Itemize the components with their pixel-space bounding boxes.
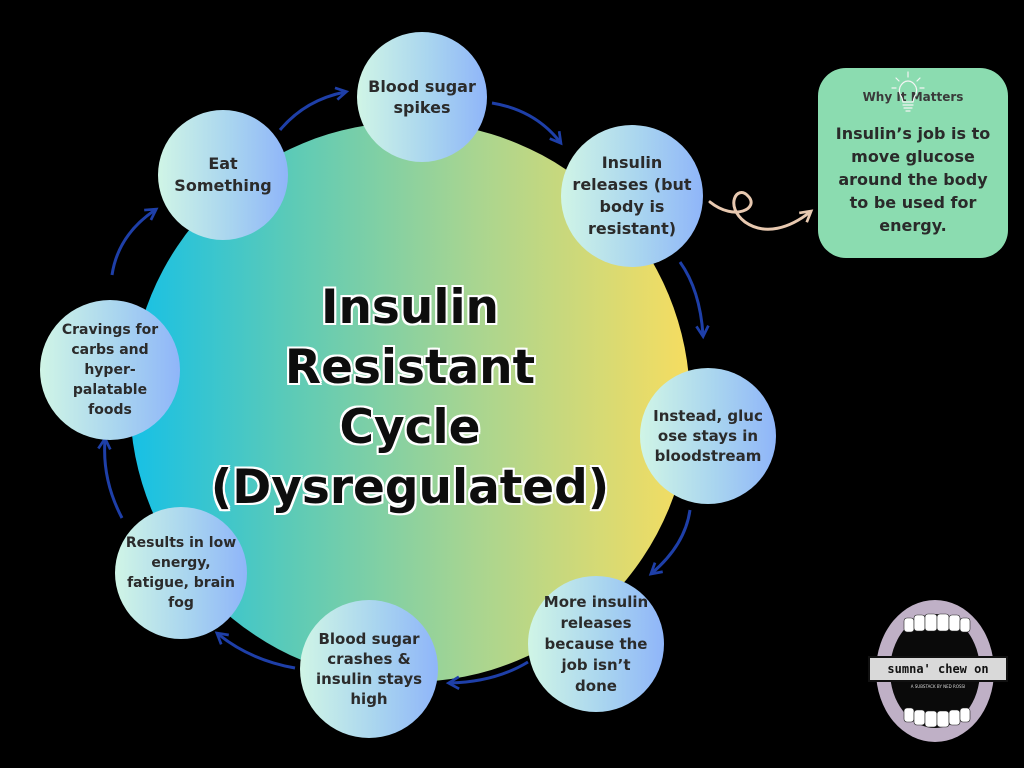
callout-heading: Why It Matters [862, 90, 964, 104]
node-label: More insulin releases because the job is… [543, 592, 649, 695]
logo-teeth [903, 613, 971, 728]
node-label: Results in low energy, fatigue, brain fo… [125, 535, 237, 611]
node-label: Insulin releases (but body is resistant) [572, 153, 692, 238]
arrow-crash-to-low-energy [214, 631, 296, 670]
arrow-insulin-to-glucose [678, 261, 710, 340]
node-label: Blood sugar spikes [368, 77, 476, 117]
node-low-energy: Results in low energy, fatigue, brain fo… [115, 507, 247, 639]
node-label: Instead, glucose stays in bloodstream [653, 407, 763, 465]
node-blood-sugar-crashes: Blood sugar crashes & insulin stays high [300, 600, 438, 738]
node-blood-sugar-spikes: Blood sugar spikes [357, 32, 487, 162]
logo-name: sumna' chew on [887, 662, 989, 676]
arrow-eat-to-spikes [278, 86, 350, 131]
node-eat-something: Eat Something [158, 110, 288, 240]
arrow-low-energy-to-cravings [97, 435, 124, 519]
arrow-more-insulin-to-crash [445, 660, 529, 690]
node-glucose-stays-in-bloodstream: Instead, glucose stays in bloodstream [640, 368, 776, 504]
node-insulin-releases: Insulin releases (but body is resistant) [561, 125, 703, 267]
arrow-cravings-to-eat [110, 207, 159, 276]
arrow-glucose-to-more-insulin [648, 509, 692, 576]
open-mouth-logo: sumna' chew on A SUBSTACK BY NED ROSSI [862, 596, 1012, 746]
node-label: Cravings for carbs and hyper-palatable f… [61, 322, 159, 418]
node-label: Eat Something [174, 154, 272, 195]
lightbulb-icon [891, 71, 925, 112]
diagram-title: Insulin Resistant Cycle (Dysregulated) [210, 280, 610, 515]
node-cravings: Cravings for carbs and hyper-palatable f… [40, 300, 180, 440]
callout-body: Insulin’s job is to move glucose around … [835, 124, 991, 235]
curly-arrow-to-callout [708, 191, 814, 231]
node-more-insulin-releases: More insulin releases because the job is… [528, 576, 664, 712]
arrow-spikes-to-insulin [491, 101, 563, 146]
logo-banner: sumna' chew on [868, 656, 1008, 682]
node-label: Blood sugar crashes & insulin stays high [315, 630, 423, 708]
why-it-matters-callout: Why It Matters Insulin’s job is to move … [818, 68, 1008, 258]
logo-subtitle: A SUBSTACK BY NED ROSSI [910, 684, 966, 689]
